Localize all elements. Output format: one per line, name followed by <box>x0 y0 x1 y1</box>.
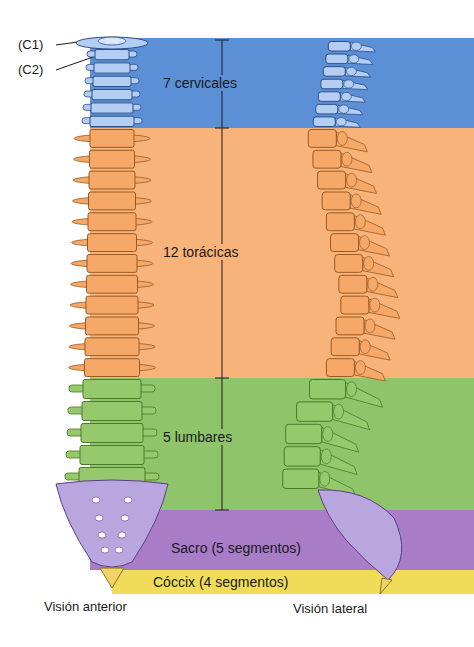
vertebra-label: (C2) <box>18 62 43 77</box>
region-label: 12 torácicas <box>160 244 241 260</box>
region-band: 7 cervicales <box>90 38 474 128</box>
region-band: Sacro (5 segmentos) <box>90 510 474 570</box>
region-label: Cóccix (4 segmentos) <box>150 574 291 590</box>
view-label: Visión lateral <box>293 601 367 616</box>
region-label: Sacro (5 segmentos) <box>168 540 304 556</box>
region-band: Cóccix (4 segmentos) <box>112 570 474 594</box>
leader-line <box>56 40 92 45</box>
region-band: 12 torácicas <box>90 128 474 378</box>
region-label: 5 lumbares <box>160 429 235 445</box>
view-label: Visión anterior <box>44 599 127 614</box>
region-band: 5 lumbares <box>90 378 474 510</box>
region-label: 7 cervicales <box>160 75 240 91</box>
vertebra-label: (C1) <box>18 37 43 52</box>
